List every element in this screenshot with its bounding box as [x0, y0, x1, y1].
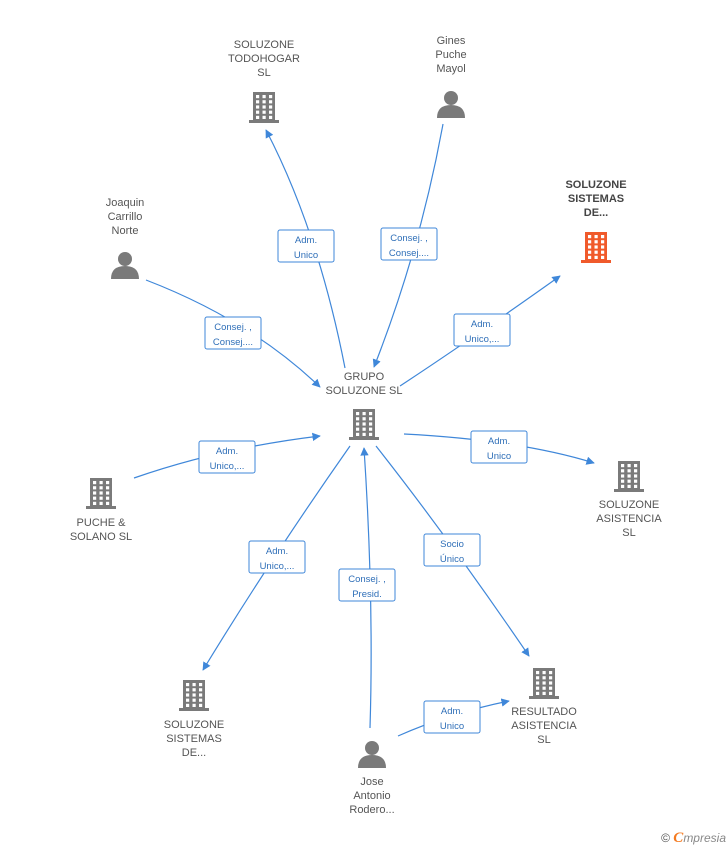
- node-label: DE...: [182, 747, 206, 759]
- edge-label-box: [470, 430, 528, 464]
- node-label: SOLUZONE: [565, 179, 626, 191]
- node-label: ASISTENCIA: [511, 720, 577, 732]
- person-icon: [358, 741, 386, 768]
- copyright-symbol: ©: [661, 831, 670, 845]
- empresia-watermark: © Cmpresia: [661, 830, 726, 847]
- node-label: Norte: [112, 225, 139, 237]
- edge-label-box: [380, 227, 438, 261]
- person-icon: [111, 252, 139, 279]
- node-label: RESULTADO: [511, 706, 577, 718]
- node-label: TODOHOGAR: [228, 53, 300, 65]
- edge-label-box: [423, 533, 481, 567]
- building-icon: [349, 409, 379, 440]
- edge-label-text: Adm.: [295, 235, 317, 246]
- edge-label[interactable]: Adm. Unico: [423, 700, 481, 734]
- node-asistencia[interactable]: SOLUZONE ASISTENCIA SL: [596, 461, 662, 539]
- node-label: SL: [257, 67, 270, 79]
- node-label: Joaquin: [106, 197, 145, 209]
- node-label: SOLUZONE: [234, 39, 295, 51]
- building-icon: [614, 461, 644, 492]
- person-icon: [437, 91, 465, 118]
- edge-label-text: Socio: [440, 539, 464, 550]
- node-label: Mayol: [436, 63, 465, 75]
- edge-label-text: Consej. ,: [390, 233, 428, 244]
- node-label: Gines: [437, 35, 466, 47]
- edge-label[interactable]: Adm. Unico,...: [198, 440, 256, 474]
- edge-label-box: [198, 440, 256, 474]
- edge-label-text: Adm.: [471, 319, 493, 330]
- node-sistemas-bottom[interactable]: SOLUZONE SISTEMAS DE...: [164, 680, 225, 759]
- edge-label-text: Adm.: [266, 546, 288, 557]
- node-label: SL: [537, 734, 550, 746]
- edge-label[interactable]: Consej. , Consej....: [380, 227, 438, 261]
- edge-label-text: Presid.: [352, 589, 382, 600]
- brand-name: mpresia: [683, 831, 726, 845]
- edge-label-box: [338, 568, 396, 602]
- edge-label-text: Consej. ,: [348, 574, 386, 585]
- node-label: PUCHE &: [77, 517, 127, 529]
- node-label: SL: [622, 527, 635, 539]
- edge-label-text: Consej....: [389, 248, 429, 259]
- edge-label-text: Adm.: [216, 446, 238, 457]
- edge-label-text: Unico,...: [260, 561, 295, 572]
- edge-label-box: [204, 316, 262, 350]
- node-label: SOLUZONE: [164, 719, 225, 731]
- edge-label[interactable]: Adm. Unico: [470, 430, 528, 464]
- node-label: ASISTENCIA: [596, 513, 662, 525]
- edge-label-text: Único: [440, 554, 464, 565]
- node-label: SOLUZONE: [599, 499, 660, 511]
- edge-label[interactable]: Adm. Unico: [277, 229, 335, 263]
- edge-label-text: Adm.: [441, 706, 463, 717]
- node-label: SISTEMAS: [568, 193, 624, 205]
- edge-label-text: Unico,...: [210, 461, 245, 472]
- node-grupo[interactable]: GRUPO SOLUZONE SL: [325, 371, 403, 440]
- node-puche-solano[interactable]: PUCHE & SOLANO SL: [70, 478, 132, 543]
- edge-label-text: Adm.: [488, 436, 510, 447]
- edge-label[interactable]: Adm. Unico,...: [248, 540, 306, 574]
- node-label: SISTEMAS: [166, 733, 222, 745]
- edge-label-text: Unico: [294, 250, 318, 261]
- node-label: Carrillo: [108, 211, 143, 223]
- edge-label-box: [453, 313, 511, 347]
- edge-label-text: Unico: [487, 451, 511, 462]
- node-label: Jose: [360, 776, 383, 788]
- node-resultado[interactable]: RESULTADO ASISTENCIA SL: [511, 668, 577, 746]
- node-label: GRUPO: [344, 371, 385, 383]
- node-label: Puche: [435, 49, 466, 61]
- node-label: SOLANO SL: [70, 531, 132, 543]
- node-jose[interactable]: JoseAntonioRodero...: [349, 741, 395, 816]
- edge-label-text: Unico,...: [465, 334, 500, 345]
- building-icon: [581, 232, 611, 263]
- building-icon: [86, 478, 116, 509]
- edge-label[interactable]: Consej. , Consej....: [204, 316, 262, 350]
- edge-label-text: Consej. ,: [214, 322, 252, 333]
- building-icon: [529, 668, 559, 699]
- brand-initial: C: [673, 830, 684, 846]
- node-label: SOLUZONE SL: [325, 385, 402, 397]
- edge-label[interactable]: Adm. Unico,...: [453, 313, 511, 347]
- node-label: Rodero...: [349, 804, 394, 816]
- node-sistemas-top[interactable]: SOLUZONE SISTEMAS DE...: [565, 179, 627, 263]
- edge-label[interactable]: Consej. , Presid.: [338, 568, 396, 602]
- building-icon: [249, 92, 279, 123]
- node-label: DE...: [584, 207, 608, 219]
- edge-label-box: [277, 229, 335, 263]
- node-todohogar[interactable]: SOLUZONE TODOHOGAR SL: [228, 39, 300, 123]
- edge-label-box: [248, 540, 306, 574]
- edge-label-text: Consej....: [213, 337, 253, 348]
- edge-label-box: [423, 700, 481, 734]
- edge-label-text: Unico: [440, 721, 464, 732]
- node-label: Antonio: [353, 790, 390, 802]
- building-icon: [179, 680, 209, 711]
